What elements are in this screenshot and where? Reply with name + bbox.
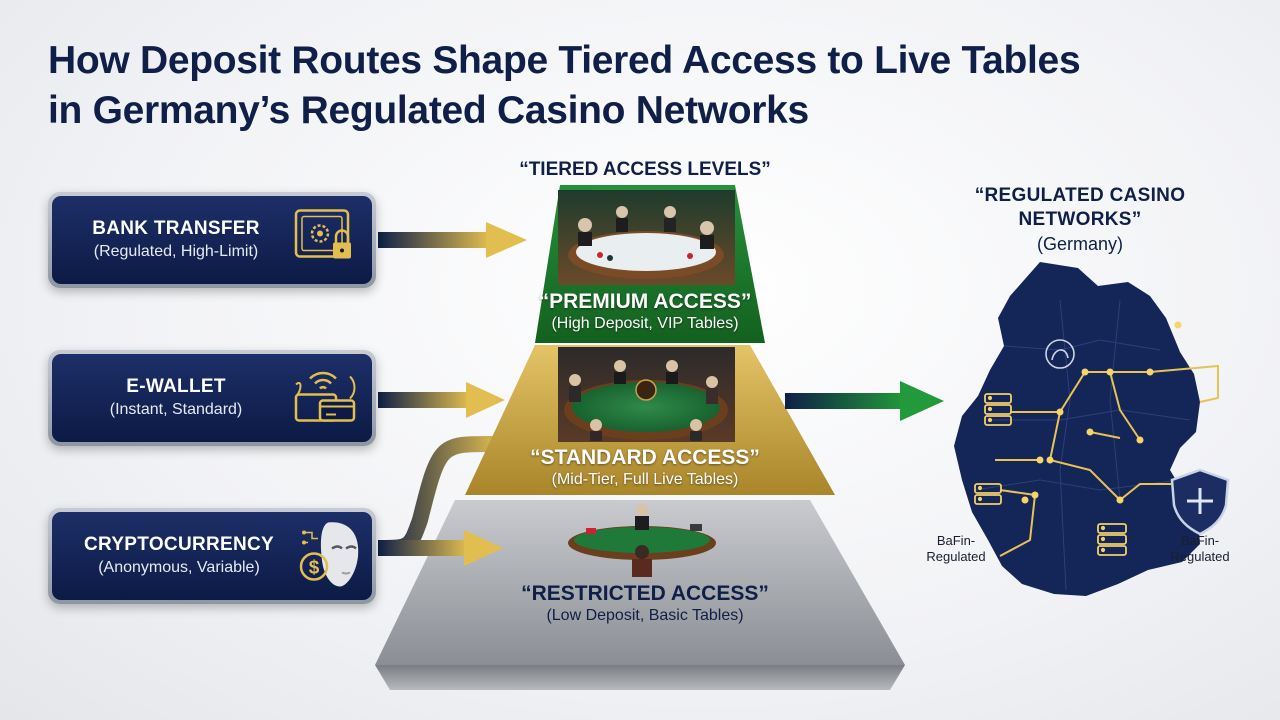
safe-lock-icon [292,207,358,274]
network-title-line-2: NETWORKS” [1018,209,1142,230]
svg-text:$: $ [309,558,320,579]
deposit-route-name: BANK TRANSFER [92,218,260,239]
restricted-table-image [568,504,716,577]
title-line-1: How Deposit Routes Shape Tiered Access t… [48,39,1081,82]
tier-premium-label: “PREMIUM ACCESS” (High Deposit, VIP Tabl… [470,290,820,334]
title-line-2: in Germany’s Regulated Casino Networks [48,89,809,132]
tier-name: “PREMIUM ACCESS” [538,290,752,313]
deposit-route-name: CRYPTOCURRENCY [84,534,274,555]
bafin-badge-right: BaFin-Regulated [1170,533,1230,564]
tier-name: “STANDARD ACCESS” [530,446,760,469]
deposit-route-e-wallet[interactable]: E-WALLET (Instant, Standard) [48,350,376,446]
server-icon [1097,523,1127,556]
arrow-standard-to-network [785,381,944,421]
deposit-route-name: E-WALLET [126,376,226,397]
tier-detail: (Mid-Tier, Full Live Tables) [551,471,739,488]
arrow-bank-to-premium [378,222,527,258]
server-icon [984,393,1012,426]
regulator-seal-icon [1045,339,1075,369]
deposit-route-bank-transfer[interactable]: BANK TRANSFER (Regulated, High-Limit) [48,192,376,288]
deposit-route-cryptocurrency[interactable]: CRYPTOCURRENCY (Anonymous, Variable) $ [48,508,376,604]
tiers-heading: “TIERED ACCESS LEVELS” [519,159,771,180]
tier-name: “RESTRICTED ACCESS” [521,582,769,605]
arrow-ewallet-to-standard [378,382,505,418]
deposit-route-detail: (Regulated, High-Limit) [93,243,259,260]
tier-detail: (High Deposit, VIP Tables) [551,315,739,332]
tier-restricted-block [375,500,905,690]
server-icon [974,483,1002,505]
arrow-crypto-to-restricted [378,530,503,566]
network-title-line-1: “REGULATED CASINO [974,185,1186,206]
premium-table-image [558,190,735,285]
network-subtitle: (Germany) [1036,234,1123,254]
shield-plus-icon [1170,468,1230,536]
crypto-mask-icon: $ [298,517,364,596]
deposit-route-detail: (Instant, Standard) [109,401,243,418]
wallet-contactless-icon [292,365,358,432]
page-title: How Deposit Routes Shape Tiered Access t… [48,36,1238,136]
deposit-route-detail: (Anonymous, Variable) [98,559,260,576]
network-heading: “REGULATED CASINO NETWORKS” (Germany) [920,184,1240,256]
tier-standard-label: “STANDARD ACCESS” (Mid-Tier, Full Live T… [470,446,820,490]
standard-table-image [558,347,735,442]
germany-map [954,262,1219,596]
tier-detail: (Low Deposit, Basic Tables) [546,607,744,624]
tier-restricted-label: “RESTRICTED ACCESS” (Low Deposit, Basic … [460,582,830,626]
bafin-badge-left: BaFin-Regulated [926,533,986,564]
